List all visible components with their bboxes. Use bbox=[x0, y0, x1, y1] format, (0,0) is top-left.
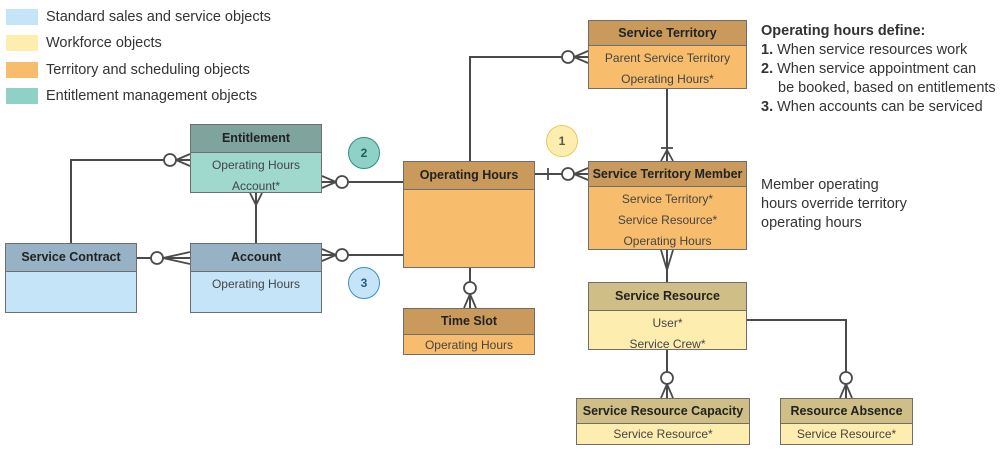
legend-swatch-standard bbox=[6, 9, 38, 25]
entity-title: Service Contract bbox=[6, 244, 136, 272]
note-item-number: 1. bbox=[761, 42, 774, 58]
entity-field: Service Resource* bbox=[613, 427, 713, 441]
entity-field: Service Crew* bbox=[629, 337, 706, 351]
member-note: Member operating hours override territor… bbox=[761, 176, 907, 233]
entity-resource-absence[interactable]: Resource Absence Service Resource* bbox=[780, 398, 913, 445]
entity-title: Time Slot bbox=[404, 309, 534, 335]
note-item-text: be booked, based on entitlements bbox=[778, 80, 996, 96]
legend-swatch-entitlement bbox=[6, 88, 38, 104]
entity-entitlement[interactable]: Entitlement Operating Hours Account* bbox=[190, 124, 322, 193]
entity-service-contract[interactable]: Service Contract bbox=[5, 243, 137, 313]
entity-title: Resource Absence bbox=[781, 399, 912, 424]
callout-1: 1 bbox=[546, 125, 578, 157]
legend-label-workforce: Workforce objects bbox=[46, 35, 162, 51]
entity-operating-hours[interactable]: Operating Hours bbox=[403, 161, 535, 268]
entity-field: Service Resource* bbox=[617, 213, 718, 227]
connector-resource-absence bbox=[747, 319, 847, 398]
legend-item-entitlement: Entitlement management objects bbox=[6, 86, 257, 106]
entity-account[interactable]: Account Operating Hours bbox=[190, 243, 322, 313]
entity-field: Operating Hours bbox=[623, 234, 712, 248]
entity-service-territory-member[interactable]: Service Territory Member Service Territo… bbox=[588, 161, 747, 250]
entity-field: Service Territory* bbox=[621, 192, 714, 206]
entity-field: Operating Hours bbox=[424, 338, 514, 352]
operating-hours-note: Operating hours define: 1. When service … bbox=[761, 22, 996, 117]
entity-field: Service Resource* bbox=[796, 427, 897, 441]
entity-title: Service Resource bbox=[589, 283, 746, 311]
legend-swatch-territory bbox=[6, 62, 38, 78]
member-note-line: operating hours bbox=[761, 215, 862, 231]
legend-item-standard: Standard sales and service objects bbox=[6, 7, 271, 27]
note-title: Operating hours define: bbox=[761, 23, 926, 39]
entity-field: User* bbox=[652, 316, 683, 330]
connector-service-contract-entitlement bbox=[70, 159, 190, 243]
entity-title: Operating Hours bbox=[404, 162, 534, 190]
callout-3: 3 bbox=[348, 267, 380, 299]
legend-label-territory: Territory and scheduling objects bbox=[46, 62, 250, 78]
entity-service-resource[interactable]: Service Resource User* Service Crew* bbox=[588, 282, 747, 351]
entity-service-resource-capacity[interactable]: Service Resource Capacity Service Resour… bbox=[576, 398, 750, 445]
entity-title: Service Territory bbox=[589, 21, 746, 46]
note-item-text: When accounts can be serviced bbox=[777, 99, 983, 115]
entity-title: Service Resource Capacity bbox=[577, 399, 749, 424]
entity-field: Parent Service Territory bbox=[604, 51, 731, 65]
entity-field: Account* bbox=[231, 179, 281, 193]
note-item-number: 3. bbox=[761, 99, 774, 115]
note-item-text: When service appointment can bbox=[777, 61, 977, 77]
connector-operating-hours-service-territory bbox=[469, 56, 588, 161]
callout-2: 2 bbox=[348, 137, 380, 169]
entity-title: Service Territory Member bbox=[589, 162, 746, 187]
entity-field: Operating Hours* bbox=[621, 72, 714, 86]
entity-title: Entitlement bbox=[191, 125, 321, 153]
note-item-number: 2. bbox=[761, 61, 774, 77]
legend-label-standard: Standard sales and service objects bbox=[46, 9, 271, 25]
legend-label-entitlement: Entitlement management objects bbox=[46, 88, 258, 104]
member-note-line: Member operating bbox=[761, 177, 879, 193]
legend-swatch-workforce bbox=[6, 35, 38, 51]
entity-field: Operating Hours bbox=[211, 277, 301, 291]
entity-service-territory[interactable]: Service Territory Parent Service Territo… bbox=[588, 20, 747, 89]
legend-item-territory: Territory and scheduling objects bbox=[6, 60, 250, 80]
entity-title: Account bbox=[191, 244, 321, 272]
legend-item-workforce: Workforce objects bbox=[6, 33, 162, 53]
note-item-text: When service resources work bbox=[777, 42, 968, 58]
member-note-line: hours override territory bbox=[761, 196, 907, 212]
entity-time-slot[interactable]: Time Slot Operating Hours bbox=[403, 308, 535, 355]
entity-field: Operating Hours bbox=[211, 158, 301, 172]
